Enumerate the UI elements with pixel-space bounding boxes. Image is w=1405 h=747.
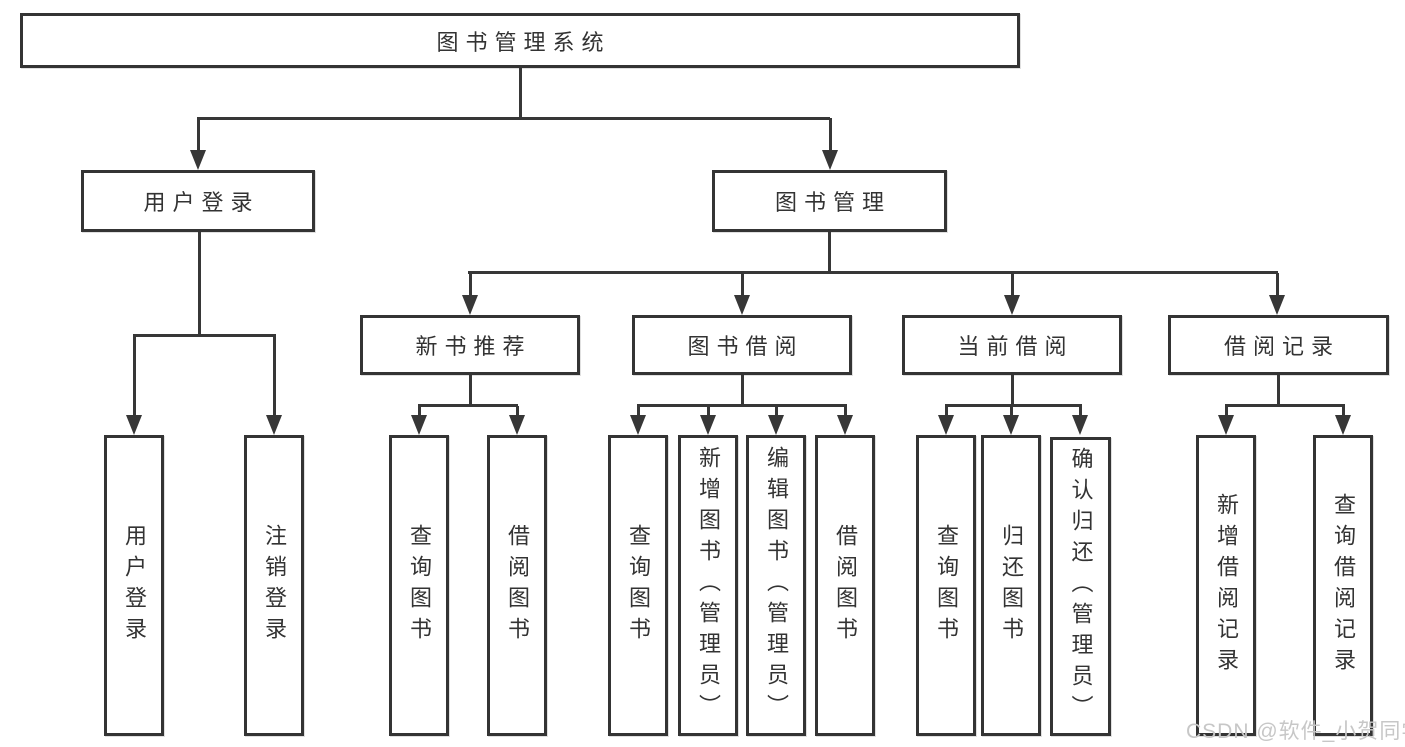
connector-leaf-drop — [843, 406, 847, 415]
node-leaf-add-borrow-record: 新增借阅记录 — [1196, 435, 1256, 736]
connector-leaf-drop — [1224, 406, 1228, 415]
arrow-down-icon — [266, 415, 282, 435]
leaf-user-login-label: 用户登录 — [122, 523, 147, 648]
node-new-book-rec: 新书推荐 — [360, 315, 580, 375]
arrow-down-icon — [734, 295, 750, 315]
arrow-down-icon — [1269, 295, 1285, 315]
arrow-down-icon — [1335, 415, 1351, 435]
arrow-down-icon — [509, 415, 525, 435]
arrow-down-icon — [1004, 295, 1020, 315]
connector-leaf-drop — [417, 406, 421, 415]
connector-book-borrow-stem — [740, 375, 744, 406]
connector-user-login-rail — [132, 334, 276, 337]
connector-to-borrow-records — [1275, 273, 1279, 295]
leaf-confirm-return-admin-label: 确认归还（管理员） — [1068, 447, 1094, 726]
connector-leaf-drop — [944, 406, 948, 415]
arrow-down-icon — [822, 150, 838, 170]
arrow-down-icon — [1003, 415, 1019, 435]
leaf-return-book-label: 归还图书 — [999, 523, 1024, 648]
leaf-add-book-admin-label: 新增图书（管理员） — [696, 446, 721, 725]
arrow-down-icon — [1218, 415, 1234, 435]
connector-to-leaf-user-login — [132, 336, 136, 415]
leaf-query-books-current-label: 查询图书 — [934, 523, 959, 648]
node-borrow-records-label: 借阅记录 — [1223, 334, 1340, 359]
arrow-down-icon — [938, 415, 954, 435]
node-leaf-borrow-books-borrow: 借阅图书 — [815, 435, 875, 736]
node-leaf-query-books-borrow: 查询图书 — [608, 435, 668, 736]
connector-to-user-login — [196, 118, 200, 150]
connector-current-borrow-rail — [944, 404, 1082, 407]
connector-to-current-borrow — [1010, 273, 1014, 295]
connector-leaf-drop — [774, 406, 778, 415]
leaf-query-books-borrow-label: 查询图书 — [626, 523, 651, 648]
leaf-borrow-books-borrow-label: 借阅图书 — [833, 523, 858, 648]
node-user-login-branch: 用户登录 — [81, 170, 315, 232]
leaf-add-borrow-record-label: 新增借阅记录 — [1214, 492, 1239, 679]
connector-user-login-stem — [197, 232, 201, 335]
connector-leaf-drop — [1341, 406, 1345, 415]
arrow-down-icon — [462, 295, 478, 315]
node-new-book-rec-label: 新书推荐 — [415, 334, 532, 359]
connector-leaf-drop — [1009, 406, 1013, 415]
leaf-query-borrow-record-label: 查询借阅记录 — [1331, 492, 1356, 679]
arrow-down-icon — [126, 415, 142, 435]
node-current-borrow-label: 当前借阅 — [957, 334, 1074, 359]
node-root: 图书管理系统 — [20, 13, 1020, 68]
node-leaf-return-book: 归还图书 — [981, 435, 1041, 736]
arrow-down-icon — [700, 415, 716, 435]
node-leaf-user-login: 用户登录 — [104, 435, 164, 736]
node-book-mgmt-branch-label: 图书管理 — [774, 190, 891, 215]
arrow-down-icon — [768, 415, 784, 435]
connector-to-book-borrow — [740, 273, 744, 295]
node-book-borrow-label: 图书借阅 — [687, 334, 804, 359]
node-user-login-branch-label: 用户登录 — [143, 190, 260, 215]
connector-leaf-drop — [515, 406, 519, 415]
node-leaf-logout: 注销登录 — [244, 435, 304, 736]
leaf-borrow-books-rec-label: 借阅图书 — [505, 523, 530, 648]
connector-new-book-rec-rail — [417, 404, 518, 407]
leaf-logout-label: 注销登录 — [262, 523, 287, 648]
leaf-query-books-rec-label: 查询图书 — [407, 523, 432, 648]
csdn-watermark: CSDN @软件_小贺同学 — [1186, 720, 1405, 743]
connector-to-new-book-rec — [468, 273, 472, 295]
arrow-down-icon — [411, 415, 427, 435]
node-book-mgmt-branch: 图书管理 — [712, 170, 947, 232]
connector-book-mgmt-stem — [828, 232, 831, 273]
connector-new-book-rec-stem — [468, 375, 472, 406]
node-borrow-records: 借阅记录 — [1168, 315, 1389, 375]
connector-root-stem — [518, 68, 522, 118]
arrow-down-icon — [630, 415, 646, 435]
connector-borrow-records-stem — [1277, 375, 1280, 406]
leaf-edit-book-admin-label: 编辑图书（管理员） — [764, 446, 789, 725]
node-book-borrow: 图书借阅 — [632, 315, 852, 375]
arrow-down-icon — [837, 415, 853, 435]
node-leaf-query-books-current: 查询图书 — [916, 435, 976, 736]
node-current-borrow: 当前借阅 — [902, 315, 1122, 375]
node-leaf-borrow-books-rec: 借阅图书 — [487, 435, 547, 736]
connector-leaf-drop — [1078, 406, 1082, 415]
connector-leaf-drop — [706, 406, 710, 415]
connector-borrow-records-rail — [1224, 404, 1345, 407]
arrow-down-icon — [190, 150, 206, 170]
connector-level2-rail — [197, 117, 830, 120]
connector-to-book-mgmt — [828, 118, 832, 150]
node-leaf-edit-book-admin: 编辑图书（管理员） — [746, 435, 806, 736]
connector-to-leaf-logout — [272, 336, 276, 415]
node-root-label: 图书管理系统 — [436, 29, 611, 55]
node-leaf-query-borrow-record: 查询借阅记录 — [1313, 435, 1373, 736]
connector-book-borrow-rail — [636, 404, 847, 407]
arrow-down-icon — [1072, 415, 1088, 435]
node-leaf-add-book-admin: 新增图书（管理员） — [678, 435, 738, 736]
node-leaf-query-books-rec: 查询图书 — [389, 435, 449, 736]
connector-level3-rail — [468, 271, 1278, 274]
connector-current-borrow-stem — [1010, 375, 1014, 406]
connector-leaf-drop — [636, 406, 640, 415]
node-leaf-confirm-return-admin: 确认归还（管理员） — [1050, 437, 1111, 736]
